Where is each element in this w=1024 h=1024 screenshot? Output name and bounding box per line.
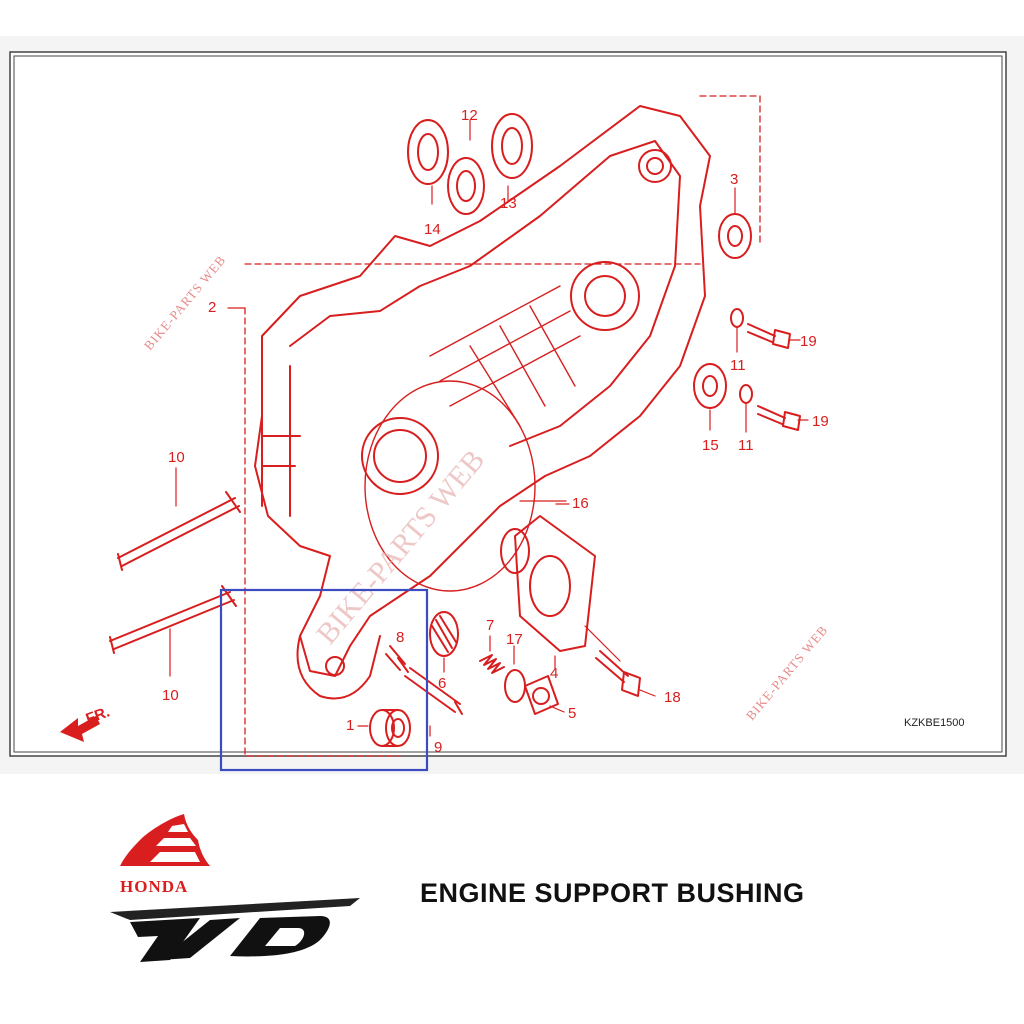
honda-wordmark: HONDA bbox=[120, 877, 188, 896]
callout-1: 1 bbox=[346, 717, 354, 734]
bracket-item-2 bbox=[244, 263, 701, 757]
bearing-12 bbox=[447, 157, 485, 215]
crankcase-bore-top bbox=[638, 149, 672, 183]
callout-19-upper: 19 bbox=[800, 333, 817, 350]
crankcase-bore-large bbox=[361, 417, 439, 495]
callout-5: 5 bbox=[568, 705, 576, 722]
brand-logo-block: HONDA bbox=[110, 814, 360, 962]
pin-9 bbox=[404, 667, 463, 715]
callout-3: 3 bbox=[730, 171, 738, 188]
callout-14: 14 bbox=[424, 221, 441, 238]
bolt-8 bbox=[385, 645, 409, 673]
crankcase-gasket-ring bbox=[364, 380, 536, 592]
callout-6: 6 bbox=[438, 675, 446, 692]
bearing-13 bbox=[491, 113, 533, 179]
callout-9: 9 bbox=[434, 739, 442, 756]
drawing-code: KZKBE1500 bbox=[904, 717, 965, 729]
product-title: ENGINE SUPPORT BUSHING bbox=[420, 878, 805, 908]
crankcase-bore-upper bbox=[570, 261, 640, 331]
callout-10-lower: 10 bbox=[162, 687, 179, 704]
crankcase-body bbox=[254, 105, 711, 677]
bushing-1 bbox=[369, 709, 411, 747]
callout-11-lower: 11 bbox=[738, 437, 754, 454]
callout-16: 16 bbox=[572, 495, 589, 512]
parts-diagram: FR. BIKE-PARTS WEB BIKE-PARTS WEB BIKE-P… bbox=[9, 51, 1007, 772]
crankcase-cylinder-mount bbox=[261, 345, 301, 517]
callout-11-upper: 11 bbox=[730, 357, 746, 374]
bolt-18 bbox=[595, 650, 641, 697]
callout-4: 4 bbox=[550, 665, 558, 682]
washer-11-upper bbox=[730, 308, 744, 328]
stud-10-lower bbox=[109, 585, 237, 654]
callout-19-lower: 19 bbox=[812, 413, 829, 430]
crankcase-mount-lug bbox=[296, 635, 381, 700]
screen-6 bbox=[429, 611, 459, 657]
callout-18: 18 bbox=[664, 689, 681, 706]
crankcase-inner-ridge bbox=[289, 140, 681, 447]
stud-10-upper bbox=[117, 491, 241, 571]
washer-11-lower bbox=[739, 384, 753, 404]
bolt-19-upper bbox=[747, 323, 791, 349]
callout-13: 13 bbox=[500, 195, 517, 212]
bolt-19-lower bbox=[757, 405, 801, 431]
diagram-panel: FR. BIKE-PARTS WEB BIKE-PARTS WEB BIKE-P… bbox=[0, 36, 1024, 774]
highlight-box bbox=[219, 588, 429, 772]
callout-2: 2 bbox=[208, 299, 216, 316]
cover-4 bbox=[500, 515, 596, 652]
spring-7 bbox=[479, 654, 505, 674]
bearing-14 bbox=[407, 119, 449, 185]
callout-7: 7 bbox=[486, 617, 494, 634]
callout-10-upper: 10 bbox=[168, 449, 185, 466]
crankcase-ribs bbox=[429, 285, 581, 427]
callout-12: 12 bbox=[461, 107, 478, 124]
callout-17: 17 bbox=[506, 631, 523, 648]
dio-logo-icon bbox=[110, 898, 360, 962]
diagram-inner-frame bbox=[13, 55, 1003, 753]
honda-wing-icon bbox=[120, 814, 210, 866]
plug-5 bbox=[524, 675, 559, 715]
callout-8: 8 bbox=[396, 629, 404, 646]
diagram-outer-frame bbox=[9, 51, 1007, 757]
callout-15: 15 bbox=[702, 437, 719, 454]
seal-15 bbox=[693, 363, 727, 409]
front-arrow bbox=[60, 716, 100, 742]
